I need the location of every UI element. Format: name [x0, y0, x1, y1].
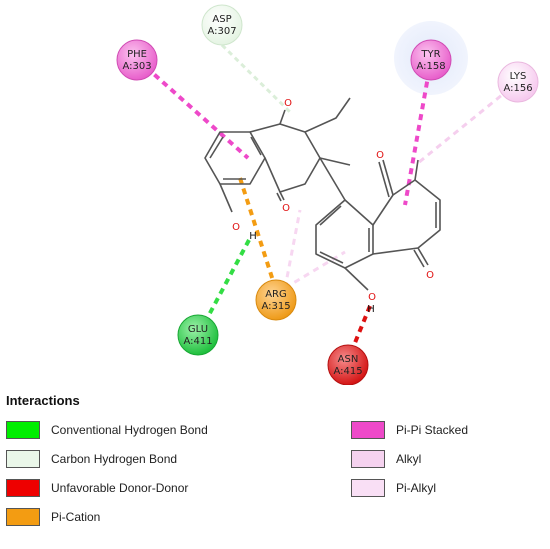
interaction-diagram: O O O H O O O H ASP A:307 PHE A:303 TYR …	[116, 4, 539, 385]
legend-label: Conventional Hydrogen Bond	[51, 423, 208, 437]
pi-cation-line-arg	[238, 177, 278, 291]
residue-phe: PHE A:303	[116, 39, 158, 81]
residue-position: A:307	[207, 26, 236, 37]
conventional-hydrogen-bond-line-glu	[200, 239, 251, 329]
legend-item-alkyl: Alkyl	[351, 449, 421, 469]
residue-position: A:315	[261, 301, 290, 312]
atom-labels: O O O H O O O H	[232, 98, 434, 315]
legend-item-pi-cation: Pi-Cation	[6, 507, 100, 527]
legend-title: Interactions	[6, 393, 80, 408]
pi-alkyl-line-arg-2	[283, 209, 302, 289]
hydrogen-label: H	[367, 304, 375, 315]
residue-position: A:411	[183, 336, 212, 347]
legend-item-unfavorable-donor-donor: Unfavorable Donor-Donor	[6, 478, 188, 498]
residue-disc	[497, 61, 539, 103]
oxygen-label: O	[282, 203, 290, 214]
residue-disc	[177, 314, 219, 356]
pi-pi-stacked-line-phe	[136, 58, 250, 160]
legend-swatch	[351, 479, 385, 497]
hydrogen-label: H	[249, 231, 257, 242]
legend-label: Pi-Cation	[51, 510, 101, 524]
residue-name: ARG	[265, 289, 287, 300]
residue-name: PHE	[127, 49, 147, 60]
residue-disc	[410, 39, 452, 81]
interaction-lines	[136, 43, 519, 356]
interactions-legend: Interactions Conventional Hydrogen Bond …	[0, 388, 550, 549]
legend-label: Pi-Pi Stacked	[396, 423, 469, 437]
legend-swatch	[6, 450, 40, 468]
legend-item-pi-pi-stacked: Pi-Pi Stacked	[351, 420, 468, 440]
residue-disc	[201, 4, 243, 46]
legend-swatch	[351, 421, 385, 439]
residue-name: TYR	[420, 49, 440, 60]
residue-position: A:303	[122, 61, 151, 72]
pi-pi-stacked-line-tyr	[403, 59, 433, 206]
residue-name: GLU	[188, 324, 208, 335]
oxygen-label: O	[368, 292, 376, 303]
ligand-structure	[204, 97, 441, 291]
residue-disc	[116, 39, 158, 81]
legend-swatch	[351, 450, 385, 468]
residue-asp: ASP A:307	[201, 4, 243, 46]
oxygen-label: O	[284, 98, 292, 109]
residue-name: LYS	[510, 71, 527, 82]
legend-label: Unfavorable Donor-Donor	[51, 481, 189, 495]
residue-lys: LYS A:156	[497, 61, 539, 103]
residue-position: A:415	[333, 366, 362, 377]
residue-name: ASP	[212, 14, 231, 25]
legend-label: Alkyl	[396, 452, 422, 466]
residue-position: A:156	[503, 83, 532, 94]
legend-label: Carbon Hydrogen Bond	[51, 452, 178, 466]
residue-position: A:158	[416, 61, 445, 72]
oxygen-label: O	[376, 150, 384, 161]
residue-disc	[327, 344, 369, 385]
residue-tyr: TYR A:158	[410, 39, 452, 81]
oxygen-label: O	[232, 222, 240, 233]
legend-label: Pi-Alkyl	[396, 481, 437, 495]
legend-item-pi-alkyl: Pi-Alkyl	[351, 478, 436, 498]
residue-glu: GLU A:411	[177, 314, 219, 356]
legend-item-carbon-hydrogen-bond: Carbon Hydrogen Bond	[6, 449, 177, 469]
residue-disc	[255, 279, 297, 321]
legend-item-conventional-hydrogen-bond: Conventional Hydrogen Bond	[6, 420, 208, 440]
residue-name: ASN	[338, 354, 359, 365]
carbon-hydrogen-bond-line-asp	[220, 43, 292, 114]
residue-asn: ASN A:415	[327, 344, 369, 385]
legend-swatch	[6, 421, 40, 439]
oxygen-label: O	[426, 270, 434, 281]
legend-swatch	[6, 508, 40, 526]
pi-alkyl-line-arg	[284, 250, 346, 290]
legend-swatch	[6, 479, 40, 497]
residue-arg: ARG A:315	[255, 279, 297, 321]
